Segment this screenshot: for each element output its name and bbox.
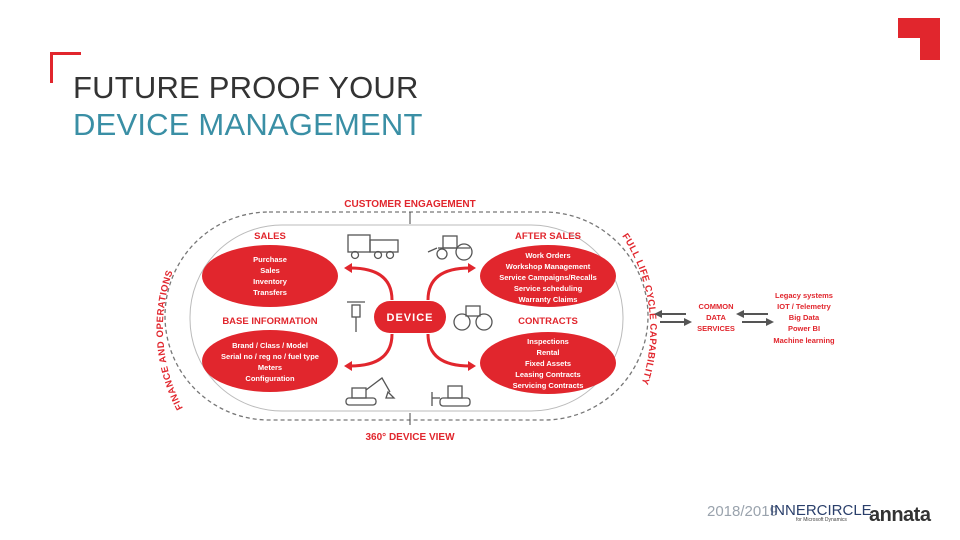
inner-track-ring — [189, 224, 624, 412]
customer-engagement-label: CUSTOMER ENGAGEMENT — [344, 199, 476, 210]
after-sales-item: Workshop Management — [506, 262, 591, 271]
after-sales-item: Service Campaigns/Recalls — [499, 273, 597, 282]
after-sales-item: Warranty Claims — [519, 295, 578, 304]
base-information-item: Configuration — [245, 374, 295, 383]
footer-event-subtitle: for Microsoft Dynamics — [796, 517, 847, 523]
base-information-item: Brand / Class / Model — [232, 341, 308, 350]
sales-item: Inventory — [253, 277, 288, 286]
device-center-label: DEVICE — [387, 312, 434, 324]
slide-title-line1: FUTURE PROOF YOUR — [73, 70, 419, 105]
jackhammer-icon — [347, 301, 365, 332]
sales-heading: SALES — [254, 231, 286, 242]
contracts-item: Inspections — [527, 337, 569, 346]
bulldozer-icon — [431, 385, 471, 407]
outer-track-ring — [164, 211, 649, 421]
excavator-icon — [345, 377, 396, 406]
contracts-bubble — [480, 332, 616, 394]
corner-bracket-top-left — [50, 52, 81, 83]
contracts-item: Leasing Contracts — [515, 370, 580, 379]
right-arc-label: FULL LIFE CYCLE CAPABILITY — [619, 232, 658, 387]
contracts-item: Servicing Contracts — [513, 381, 584, 390]
footer-event-logo: INNERCIRCLE — [770, 502, 872, 519]
sales-item: Transfers — [253, 288, 287, 297]
base-information-bubble — [202, 330, 338, 392]
left-arc-label: FINANCE AND OPERATIONS — [155, 269, 186, 412]
sales-item: Sales — [260, 266, 280, 275]
tractor-icon — [427, 235, 473, 261]
external-system-label: Power BI — [788, 324, 820, 333]
roller-icon — [453, 305, 493, 331]
contracts-heading: CONTRACTS — [518, 316, 578, 327]
external-system-label: IOT / Telemetry — [777, 302, 831, 311]
device-center-pill — [374, 301, 446, 333]
connector-device-aftersales — [426, 266, 471, 301]
truck-icon — [347, 234, 399, 260]
slide-title-line2: DEVICE MANAGEMENT — [73, 107, 423, 142]
base-information-item: Meters — [258, 363, 282, 372]
after-sales-item: Service scheduling — [514, 284, 583, 293]
external-system-label: Machine learning — [773, 336, 835, 345]
connector-device-contracts — [426, 333, 471, 368]
device-view-label: 360° DEVICE VIEW — [365, 432, 455, 443]
annata-logo: annata — [869, 504, 931, 526]
base-information-heading: BASE INFORMATION — [222, 316, 317, 327]
base-information-item: Serial no / reg no / fuel type — [221, 352, 319, 361]
sales-bubble — [202, 245, 338, 307]
connector-device-base — [349, 333, 394, 368]
contracts-item: Rental — [537, 348, 560, 357]
common-data-label: SERVICES — [697, 324, 735, 333]
after-sales-item: Work Orders — [525, 251, 570, 260]
sales-item: Purchase — [253, 255, 287, 264]
corner-mark-top-right — [898, 18, 940, 60]
after-sales-bubble — [480, 245, 616, 307]
footer-year: 2018/2019 — [707, 503, 778, 520]
external-system-label: Legacy systems — [775, 291, 833, 300]
common-data-label: COMMON — [699, 302, 734, 311]
external-system-label: Big Data — [789, 313, 820, 322]
after-sales-heading: AFTER SALES — [515, 231, 581, 242]
contracts-item: Fixed Assets — [525, 359, 571, 368]
common-data-label: DATA — [706, 313, 726, 322]
connector-device-sales — [349, 266, 394, 301]
